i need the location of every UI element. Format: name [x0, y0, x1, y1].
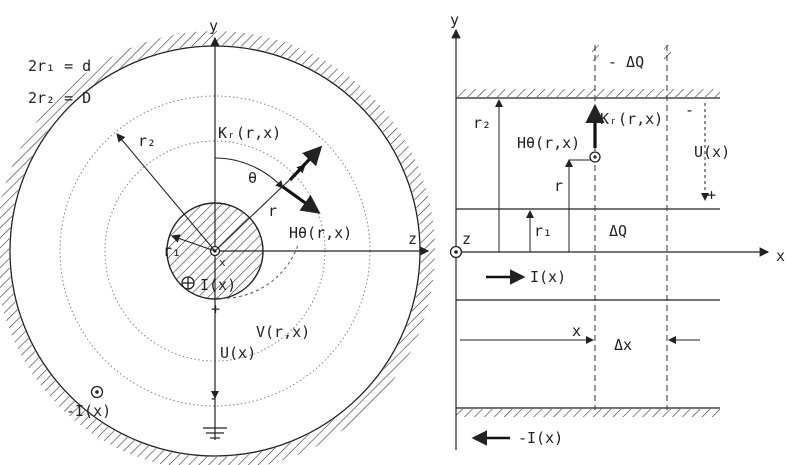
bottom-shield-hatch — [456, 409, 720, 417]
eq-d: 2r₁ = d — [28, 57, 91, 75]
k-label-left: Kᵣ(r,x) — [218, 124, 281, 142]
r2-label-left: r₂ — [138, 132, 156, 150]
u-label-left: U(x) — [220, 344, 256, 362]
slice-hatch-left — [592, 45, 599, 61]
dq-label: ΔQ — [609, 222, 627, 240]
r1-label-right: r₁ — [534, 222, 552, 240]
r2-label-right: r₂ — [473, 114, 491, 132]
v-label: V(r,x) — [256, 323, 310, 341]
h-field-dot-icon — [589, 151, 601, 163]
minus-label-left: - — [209, 389, 218, 407]
minus-label-right: - — [685, 101, 694, 119]
current-into-page-icon — [181, 276, 195, 290]
ground-symbol — [203, 427, 227, 439]
top-shield-hatch — [456, 89, 720, 97]
r2-radius-line — [116, 133, 216, 252]
cross-section-view: 2r₁ = d 2r₂ = D y z x r₂ r₁ r θ Kᵣ(r,x) … — [0, 17, 435, 465]
h-label-right: Hθ(r,x) — [517, 134, 580, 152]
plus-label-left: + — [211, 300, 220, 318]
theta-label: θ — [248, 169, 257, 187]
r1-label-left: r₁ — [163, 242, 181, 260]
current-out-page-icon — [90, 385, 104, 399]
dx-label: Δx — [614, 336, 632, 354]
k-vector-arrow — [288, 145, 323, 182]
minus-i-label-left: -I(x) — [66, 402, 111, 420]
theta-arc — [214, 157, 284, 189]
x-label-right: x — [776, 247, 785, 265]
slice-hatch-right — [664, 45, 671, 61]
r-label-left: r — [268, 202, 277, 220]
longitudinal-view: y x z - ΔQ ΔQ r₂ r₁ r Hθ(r,x) Kᵣ(r,x) - … — [449, 11, 785, 450]
z-label-right: z — [462, 230, 471, 248]
y-label-left: y — [209, 17, 218, 35]
x-dim-label: x — [572, 322, 581, 340]
minus-i-label-right: -I(x) — [518, 429, 563, 447]
minus-dq-label: - ΔQ — [608, 53, 644, 71]
r1-radius-line — [170, 234, 216, 252]
v-arc — [214, 244, 299, 299]
i-label-left: I(x) — [200, 276, 236, 294]
u-label-right: U(x) — [694, 143, 730, 161]
k-label-right: Kᵣ(r,x) — [600, 110, 663, 128]
origin-dot-icon — [449, 245, 463, 259]
h-label-left: Hθ(r,x) — [289, 224, 352, 242]
z-label-left: z — [408, 230, 417, 248]
i-label-right: I(x) — [530, 268, 566, 286]
x-at-center-label: x — [219, 256, 226, 269]
plus-label-right: + — [707, 186, 716, 204]
h-vector-arrow — [282, 185, 321, 214]
r-label-right: r — [554, 177, 563, 195]
eq-D: 2r₂ = D — [28, 89, 91, 107]
y-label-right: y — [450, 11, 459, 29]
